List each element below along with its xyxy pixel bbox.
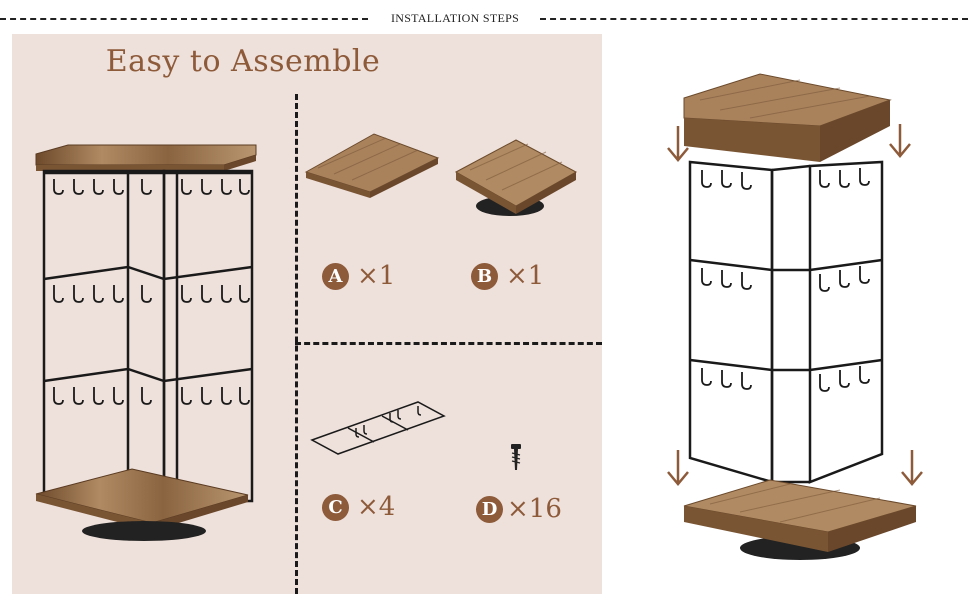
assembled-stand-image — [35, 144, 257, 541]
part-a-top-board-image — [304, 133, 440, 198]
screw-icon — [511, 444, 521, 470]
part-c-badge: C — [322, 493, 349, 521]
part-b-badge: B — [471, 262, 498, 290]
exploded-view-image — [667, 73, 923, 560]
header-title: INSTALLATION STEPS — [390, 11, 520, 25]
part-d-label: D ×16 — [476, 494, 562, 524]
assembly-panel: Easy to Assemble — [12, 34, 602, 594]
section-header: INSTALLATION STEPS — [0, 8, 970, 30]
header-dash-right — [540, 18, 968, 20]
part-d-qty: ×16 — [507, 494, 562, 524]
header-dash-left — [0, 18, 368, 20]
panel-title: Easy to Assemble — [105, 44, 381, 79]
part-b-qty: ×1 — [506, 261, 545, 291]
part-c-frame-image — [310, 401, 446, 455]
part-d-badge: D — [476, 495, 503, 523]
part-a-label: A ×1 — [322, 261, 395, 291]
down-arrow-icon — [667, 124, 923, 486]
part-a-qty: ×1 — [357, 261, 396, 291]
part-c-label: C ×4 — [322, 492, 395, 522]
part-c-qty: ×4 — [357, 492, 396, 522]
part-a-badge: A — [322, 262, 349, 290]
part-b-bottom-board-image — [454, 139, 578, 216]
part-b-label: B ×1 — [471, 261, 544, 291]
horizontal-divider — [295, 342, 602, 345]
